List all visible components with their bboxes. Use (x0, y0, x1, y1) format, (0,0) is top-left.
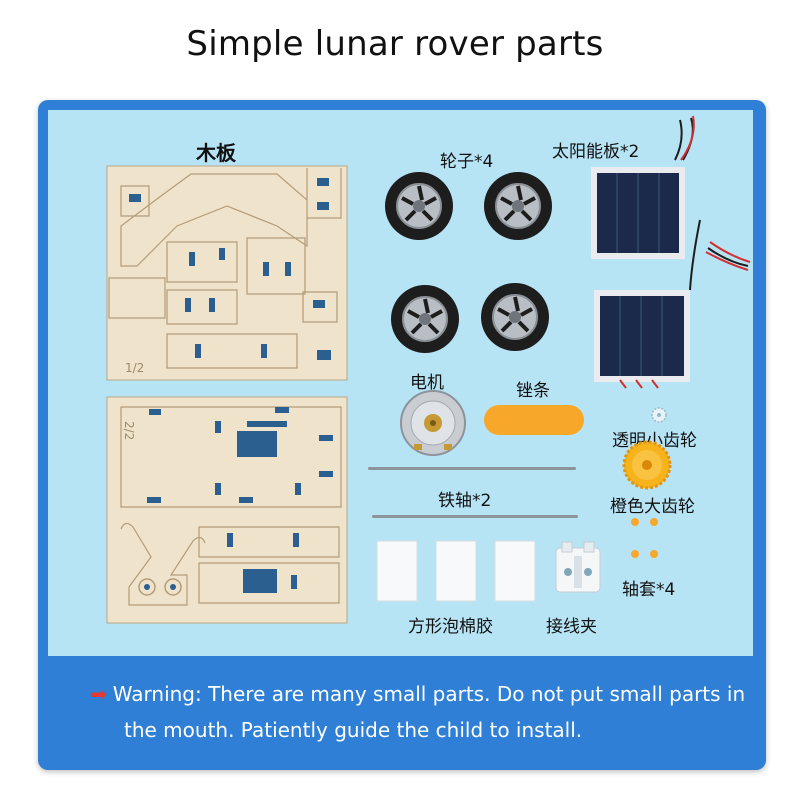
label-wire-clip: 接线夹 (546, 617, 597, 637)
foam-tape-1 (376, 540, 418, 602)
board-mark-bottom: 2/2 (122, 421, 136, 440)
bushings (631, 518, 658, 558)
label-bushing: 轴套*4 (622, 580, 676, 600)
label-foam-tape: 方形泡棉胶 (408, 617, 493, 637)
label-solar-panel: 太阳能板*2 (552, 142, 640, 162)
label-motor: 电机 (410, 373, 444, 393)
solar-panel-1 (591, 115, 695, 259)
warning-line-1-text: Warning: There are many small parts. Do … (112, 682, 746, 706)
wheel-4 (481, 283, 549, 351)
board-mark-top: 1/2 (125, 361, 144, 375)
label-big-gear: 橙色大齿轮 (610, 497, 695, 517)
small-transparent-gear (651, 407, 667, 423)
wheel-1 (385, 172, 453, 240)
foam-tape-3 (494, 540, 536, 602)
label-file-strip: 锉条 (516, 381, 550, 401)
foam-tape-2 (435, 540, 477, 602)
right-arrow-icon: ➡ (90, 682, 107, 706)
label-wheels: 轮子*4 (440, 152, 494, 172)
wheel-3 (391, 285, 459, 353)
label-small-gear: 透明小齿轮 (612, 431, 697, 451)
motor (400, 390, 466, 456)
warning-line-2: the mouth. Patiently guide the child to … (124, 718, 583, 742)
wood-board-bottom: 2/2 (106, 396, 348, 624)
big-orange-gear (622, 440, 672, 490)
file-strip (484, 405, 584, 435)
label-iron-axle: 铁轴*2 (438, 491, 492, 511)
label-wood-board: 木板 (196, 141, 236, 165)
page-title: Simple lunar rover parts (186, 24, 604, 64)
iron-axle-2 (372, 515, 578, 518)
wheel-2 (484, 172, 552, 240)
solar-panel-2 (594, 219, 751, 389)
wood-board-top: 1/2 (106, 165, 348, 381)
warning-text: ➡Warning: There are many small parts. Do… (90, 676, 770, 748)
warning-line-1: ➡Warning: There are many small parts. Do… (90, 676, 770, 712)
iron-axle-1 (368, 467, 576, 470)
wire-clip (555, 541, 601, 593)
